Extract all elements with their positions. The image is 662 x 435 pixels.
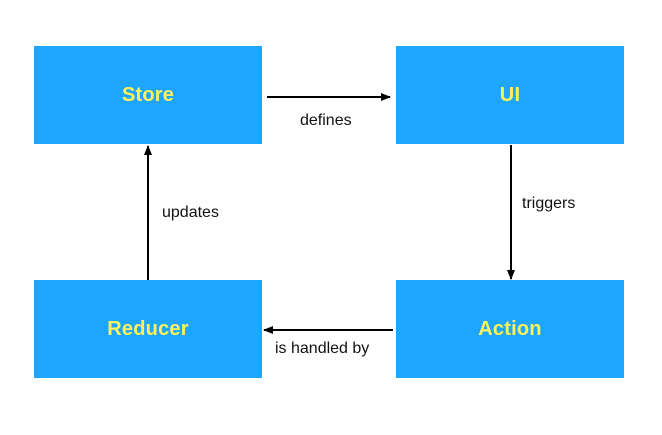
edge-label-is-handled-by: is handled by [275,340,370,357]
node-store: Store [34,46,262,144]
node-action: Action [396,280,624,378]
edge-label-defines: defines [300,112,352,129]
node-reducer-label: Reducer [107,317,189,340]
edge-label-updates: updates [162,204,219,221]
node-ui: UI [396,46,624,144]
node-store-label: Store [121,83,175,106]
node-reducer: Reducer [34,280,262,378]
edge-label-triggers: triggers [522,195,576,212]
node-action-label: Action [478,317,542,340]
node-ui-label: UI [499,83,521,106]
